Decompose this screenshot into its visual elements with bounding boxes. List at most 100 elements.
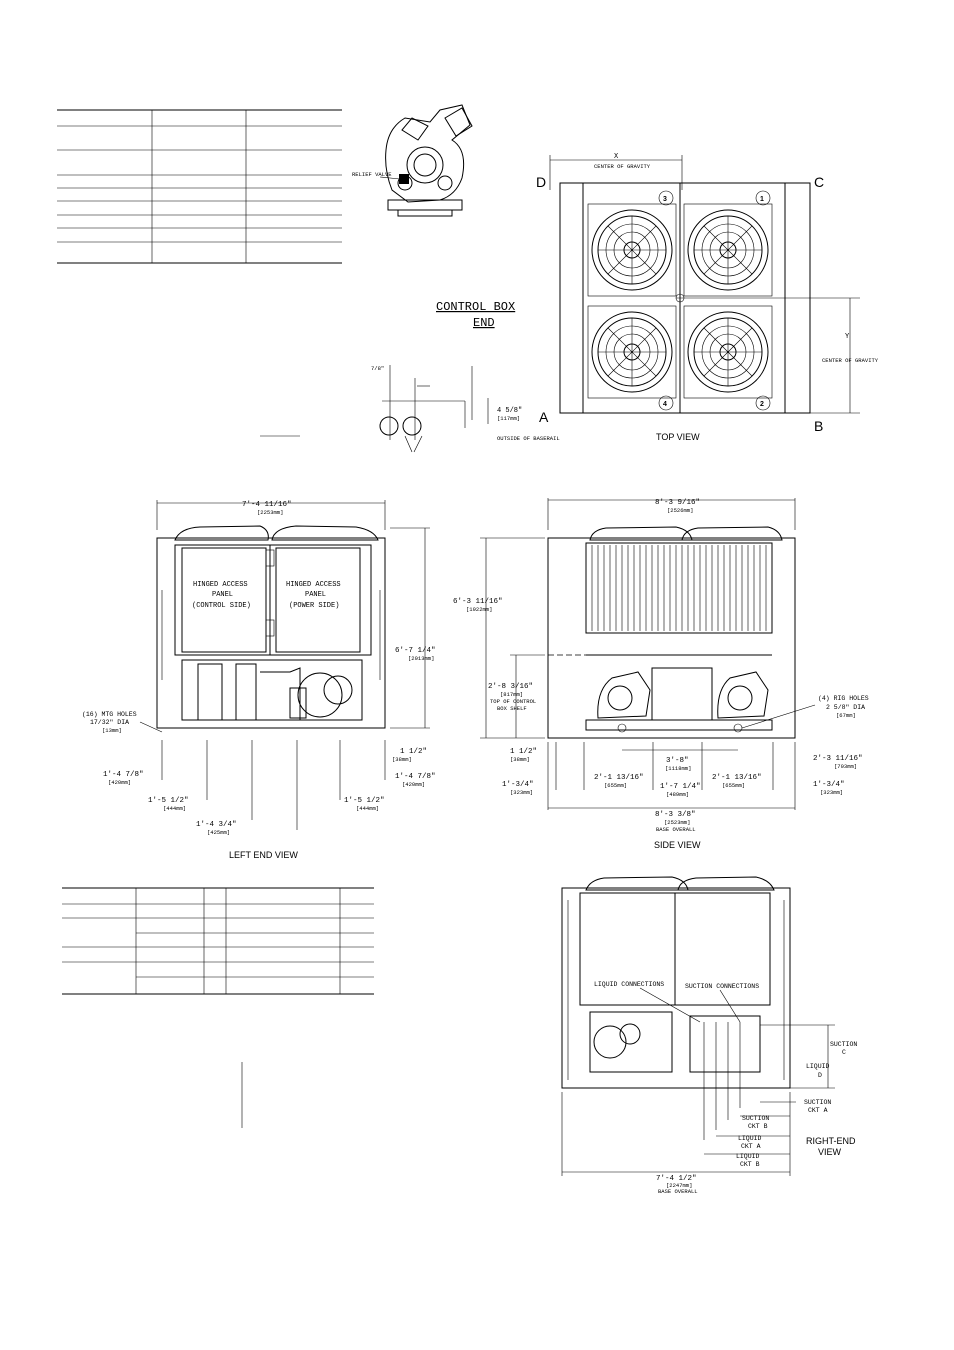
left-width-mm: [2253mm] xyxy=(257,509,283,516)
top-view-title: TOP VIEW xyxy=(656,432,700,442)
right-base-label: BASE OVERALL xyxy=(658,1188,698,1195)
detail-frac: 7/8" xyxy=(371,365,384,372)
fan-grid xyxy=(587,203,773,399)
side-height-mm: [1922mm] xyxy=(466,606,492,613)
detail-dim: 4 5/8" xyxy=(497,407,522,415)
panel-control-1: HINGED ACCESS xyxy=(193,581,248,589)
left-d5: 1'-4 7/8" xyxy=(395,773,436,781)
bottom-left-table xyxy=(62,887,374,1128)
liquid-connections-label: LIQUID CONNECTIONS xyxy=(594,981,664,988)
top-view: X CENTER OF GRAVITY D C A B xyxy=(536,153,879,442)
side-width: 8'-3 9/16" xyxy=(655,499,700,507)
left-d4-mm: [444mm] xyxy=(356,805,379,812)
fan-4 xyxy=(587,305,677,399)
mtg-holes-dia: 17/32" DIA xyxy=(90,719,129,726)
control-box-end-title: END xyxy=(473,316,495,330)
side-s4-mm: [1118mm] xyxy=(665,765,691,772)
side-s3-mm: [655mm] xyxy=(604,782,627,789)
left-d2-mm: [444mm] xyxy=(163,805,186,812)
liquid-ckt-a-label: LIQUID xyxy=(738,1135,762,1142)
panel-power-3: (POWER SIDE) xyxy=(289,602,339,610)
left-d5-mm: [420mm] xyxy=(402,781,425,788)
side-s6: 2'-1 13/16" xyxy=(712,774,762,782)
detail-dim-mm: [117mm] xyxy=(497,415,520,422)
side-s6-mm: [655mm] xyxy=(722,782,745,789)
corner-d: D xyxy=(536,174,546,190)
rig-holes-mm: [67mm] xyxy=(836,712,856,719)
right-end-view: LIQUID CONNECTIONS SUCTION CONNECTIONS S… xyxy=(561,876,857,1195)
control-box-end-detail: CONTROL BOX END 7/8" 4 5/8" [117mm] OUTS… xyxy=(260,300,560,453)
fan-number-1: 1 xyxy=(760,196,764,203)
side-base-mm: [2523mm] xyxy=(664,819,690,826)
side-s4: 3'-8" xyxy=(666,757,689,765)
suction-ckt-b-id: CKT B xyxy=(748,1123,768,1130)
side-s1-mm: [38mm] xyxy=(510,756,530,763)
left-d6: 1 1/2" xyxy=(400,748,427,756)
panel-control-3: (CONTROL SIDE) xyxy=(192,602,251,610)
liquid-d-letter: D xyxy=(818,1072,822,1079)
fan-number-4: 4 xyxy=(663,401,667,408)
side-width-mm: [2526mm] xyxy=(667,507,693,514)
top-left-table xyxy=(57,109,342,264)
shelf-label-1: TOP OF CONTROL xyxy=(490,698,536,705)
detail-outside: OUTSIDE OF BASERAIL xyxy=(497,435,560,442)
mtg-holes-label: (16) MTG HOLES xyxy=(82,711,137,718)
side-shelf: 2'-8 3/16" xyxy=(488,683,533,691)
side-base: 8'-3 3/8" xyxy=(655,811,696,819)
side-s1: 1 1/2" xyxy=(510,748,537,756)
left-d4: 1'-5 1/2" xyxy=(344,797,385,805)
cog-x-caption: CENTER OF GRAVITY xyxy=(594,163,651,170)
side-s7: 2'-3 11/16" xyxy=(813,755,863,763)
fan-3 xyxy=(587,203,677,297)
side-s5: 1'-7 1/4" xyxy=(660,783,701,791)
right-base-mm: [2247mm] xyxy=(666,1182,692,1189)
corner-a: A xyxy=(539,409,549,425)
fan-2 xyxy=(683,305,773,399)
suction-c-letter: C xyxy=(842,1049,846,1056)
right-end-title-1: RIGHT-END xyxy=(806,1136,856,1146)
liquid-ckt-b-label: LIQUID xyxy=(736,1153,760,1160)
side-s8: 1'-3/4" xyxy=(813,781,845,789)
side-base-label: BASE OVERALL xyxy=(656,826,696,833)
fan-number-2: 2 xyxy=(760,401,764,408)
rig-holes-2: 2 5/8" DIA xyxy=(826,704,865,711)
shelf-label-2: BOX SHELF xyxy=(497,705,527,712)
side-s5-mm: [489mm] xyxy=(666,791,689,798)
suction-ckt-a-label: SUCTION xyxy=(804,1099,831,1106)
corner-c: C xyxy=(814,174,824,190)
side-view: 8'-3 9/16" [2526mm] 6'-3 11/16" [1922mm]… xyxy=(453,498,869,850)
liquid-d-label: LIQUID xyxy=(806,1063,830,1070)
left-height-mm: [2013mm] xyxy=(408,655,434,662)
left-end-view: 7'-4 11/16" [2253mm] HINGED ACCESS PANEL… xyxy=(82,500,436,860)
fan-1 xyxy=(683,203,773,297)
corner-b: B xyxy=(814,418,823,434)
rig-holes-1: (4) RIG HOLES xyxy=(818,695,869,702)
suction-c-label: SUCTION xyxy=(830,1041,857,1048)
side-height: 6'-3 11/16" xyxy=(453,598,503,606)
cog-y-caption: CENTER OF GRAVITY xyxy=(822,357,879,364)
left-d1-mm: [420mm] xyxy=(108,779,131,786)
right-end-title-2: VIEW xyxy=(818,1147,842,1157)
left-d3: 1'-4 3/4" xyxy=(196,821,237,829)
panel-power-1: HINGED ACCESS xyxy=(286,581,341,589)
compressor-detail: RELIEF VALVE xyxy=(352,104,473,217)
liquid-ckt-a-id: CKT A xyxy=(741,1143,761,1150)
panel-power-2: PANEL xyxy=(305,591,326,599)
left-d3-mm: [425mm] xyxy=(207,829,230,836)
left-end-view-title: LEFT END VIEW xyxy=(229,850,298,860)
left-d1: 1'-4 7/8" xyxy=(103,771,144,779)
side-view-title: SIDE VIEW xyxy=(654,840,701,850)
right-base: 7'-4 1/2" xyxy=(656,1175,697,1183)
side-s7-mm: [703mm] xyxy=(834,763,857,770)
side-shelf-mm: [817mm] xyxy=(500,691,523,698)
side-s2-mm: [323mm] xyxy=(510,789,533,796)
control-box-title: CONTROL BOX xyxy=(436,300,515,314)
side-s2: 1'-3/4" xyxy=(502,781,534,789)
left-width: 7'-4 11/16" xyxy=(242,501,292,509)
fan-number-3: 3 xyxy=(663,196,667,203)
cog-y-label: Y xyxy=(845,333,850,341)
left-d6-mm: [38mm] xyxy=(392,756,412,763)
left-d2: 1'-5 1/2" xyxy=(148,797,189,805)
liquid-ckt-b-id: CKT B xyxy=(740,1161,760,1168)
